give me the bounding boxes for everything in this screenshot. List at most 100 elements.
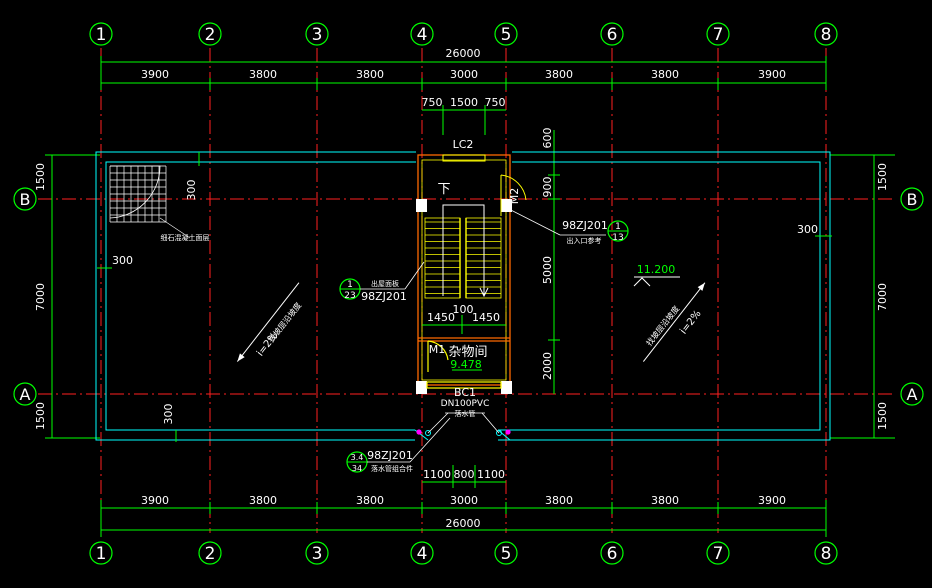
dim-door-3: 1100 <box>477 468 505 481</box>
downpipes <box>416 429 511 436</box>
dim-bay-top-5: 3800 <box>545 68 573 81</box>
axis-labels-top: 1 2 3 4 5 6 7 8 <box>96 25 832 45</box>
dim-window-1: 750 <box>422 96 443 109</box>
axis-label-bottom-7: 7 <box>713 544 724 564</box>
ref-mid-left-bottom: 23 <box>344 291 355 301</box>
stair-split-left: 1450 <box>427 311 455 324</box>
parapet-outer-left <box>95 151 416 441</box>
columns <box>416 199 512 394</box>
axis-label-top-3: 3 <box>312 25 323 45</box>
parapet-inner-right <box>498 161 821 431</box>
dim-right-2: 7000 <box>876 283 889 311</box>
dim-bay-bottom-3: 3800 <box>356 494 384 507</box>
axis-label-top-6: 6 <box>607 25 618 45</box>
ref-bottom-left: 3.4 34 98ZJ201 落水管组合件 <box>346 417 451 473</box>
downpipe-note: 落水管 <box>455 409 476 418</box>
axis-bubbles-side <box>13 187 924 406</box>
axis-label-bottom-3: 3 <box>312 544 323 564</box>
stair-treads <box>425 221 501 294</box>
vertical-grid-lines <box>100 48 827 533</box>
ref-bottom-left-bottom: 34 <box>352 464 362 473</box>
dim-bay-top-7: 3900 <box>758 68 786 81</box>
storage-elevation: 9.478 <box>450 358 482 371</box>
door-label-m2: M2 <box>508 188 521 205</box>
beam-label-bc1: BC1 <box>454 386 476 399</box>
axis-label-top-5: 5 <box>501 25 512 45</box>
axis-label-bottom-6: 6 <box>607 544 618 564</box>
ref-mid-left-note: 出屋面板 <box>371 279 399 288</box>
slope-left: 找坡层沿坡度 i=2% <box>236 282 303 362</box>
axis-label-bottom-4: 4 <box>417 544 428 564</box>
storage-room-label: 杂物间 <box>448 345 487 360</box>
dim-left-1: 1500 <box>34 163 47 191</box>
ref-top-right-note: 出入口参考 <box>567 236 602 245</box>
ref-top-right-code: 98ZJ201 <box>562 219 608 232</box>
slope-right-text: 找坡层沿坡度 <box>644 304 681 348</box>
dim-bay-bottom-7: 3900 <box>758 494 786 507</box>
ref-top-right: 1 13 98ZJ201 出入口参考 <box>504 206 629 245</box>
side-dimension-texts: 1500 7000 1500 1500 7000 1500 600 900 50… <box>34 128 889 431</box>
axis-label-bottom-5: 5 <box>501 544 512 564</box>
offset-bottom: 300 <box>162 404 175 425</box>
axis-label-top-2: 2 <box>205 25 216 45</box>
axis-label-top-8: 8 <box>821 25 832 45</box>
window-label-lc2: LC2 <box>453 138 474 151</box>
ref-bottom-left-note: 落水管组合件 <box>371 464 413 473</box>
ref-bottom-left-top: 3.4 <box>351 453 364 462</box>
stair-direction <box>442 204 489 298</box>
dim-total-top: 26000 <box>446 47 481 60</box>
axis-label-bottom-1: 1 <box>96 544 107 564</box>
dim-door-2: 800 <box>454 468 475 481</box>
stair-gap-dim: 100 <box>453 303 474 316</box>
storage-room <box>418 337 510 372</box>
axis-label-top-7: 7 <box>713 25 724 45</box>
axis-label-top-4: 4 <box>417 25 428 45</box>
stair-split-texts: 100 1450 1450 <box>427 303 500 324</box>
offset-dimensions <box>97 152 832 442</box>
dim-bay-top-6: 3800 <box>651 68 679 81</box>
roof-elevation: 11.200 <box>637 263 676 276</box>
door-m2 <box>500 174 527 216</box>
downpipe-leaders <box>427 412 500 434</box>
parapet-inner-left <box>105 161 416 431</box>
dim-bay-top-3: 3800 <box>356 68 384 81</box>
top-dimension-texts: 26000 3900 3800 3800 3000 3800 3800 3900… <box>141 47 786 109</box>
axis-label-bottom-2: 2 <box>205 544 216 564</box>
dim-center-4: 2000 <box>541 352 554 380</box>
offset-right: 300 <box>797 223 818 236</box>
dim-bay-bottom-6: 3800 <box>651 494 679 507</box>
stair-flights <box>424 217 502 299</box>
offset-top: 300 <box>185 180 198 201</box>
roof-elevation-mark <box>633 276 680 287</box>
dim-bay-bottom-4: 3000 <box>450 494 478 507</box>
tile-hatch <box>109 165 167 223</box>
stair-split-right: 1450 <box>472 311 500 324</box>
bottom-dimension-texts: 3900 3800 3800 3000 3800 3800 3900 26000… <box>141 468 786 530</box>
ref-mid-left-code: 98ZJ201 <box>361 290 407 303</box>
dim-right-1: 1500 <box>876 163 889 191</box>
door-label-m1: M1 <box>429 343 446 356</box>
ref-top-right-top: 1 <box>615 222 621 232</box>
axis-label-left-A: A <box>20 385 31 404</box>
axis-labels-bottom: 1 2 3 4 5 6 7 8 <box>96 544 832 564</box>
offset-left: 300 <box>112 254 133 267</box>
axis-label-right-A: A <box>907 385 918 404</box>
dim-center-3: 5000 <box>541 256 554 284</box>
bottom-dimension-lines <box>100 465 827 537</box>
dim-window-2: 1500 <box>450 96 478 109</box>
axis-bubbles-top <box>89 22 838 46</box>
dim-bay-top-2: 3800 <box>249 68 277 81</box>
ref-mid-left: 1 23 出屋面板 98ZJ201 <box>339 261 425 303</box>
dim-left-3: 1500 <box>34 402 47 430</box>
horizontal-grid-lines <box>38 198 896 395</box>
downpipe-left <box>416 429 422 435</box>
tile-note: 细石混凝土面层 <box>161 233 210 242</box>
ref-mid-left-top: 1 <box>347 280 353 290</box>
dim-right-3: 1500 <box>876 402 889 430</box>
side-dimension-lines <box>45 130 895 439</box>
downpipe-label: DN100PVC <box>441 399 490 409</box>
axis-label-right-B: B <box>907 190 918 209</box>
dim-bay-bottom-5: 3800 <box>545 494 573 507</box>
